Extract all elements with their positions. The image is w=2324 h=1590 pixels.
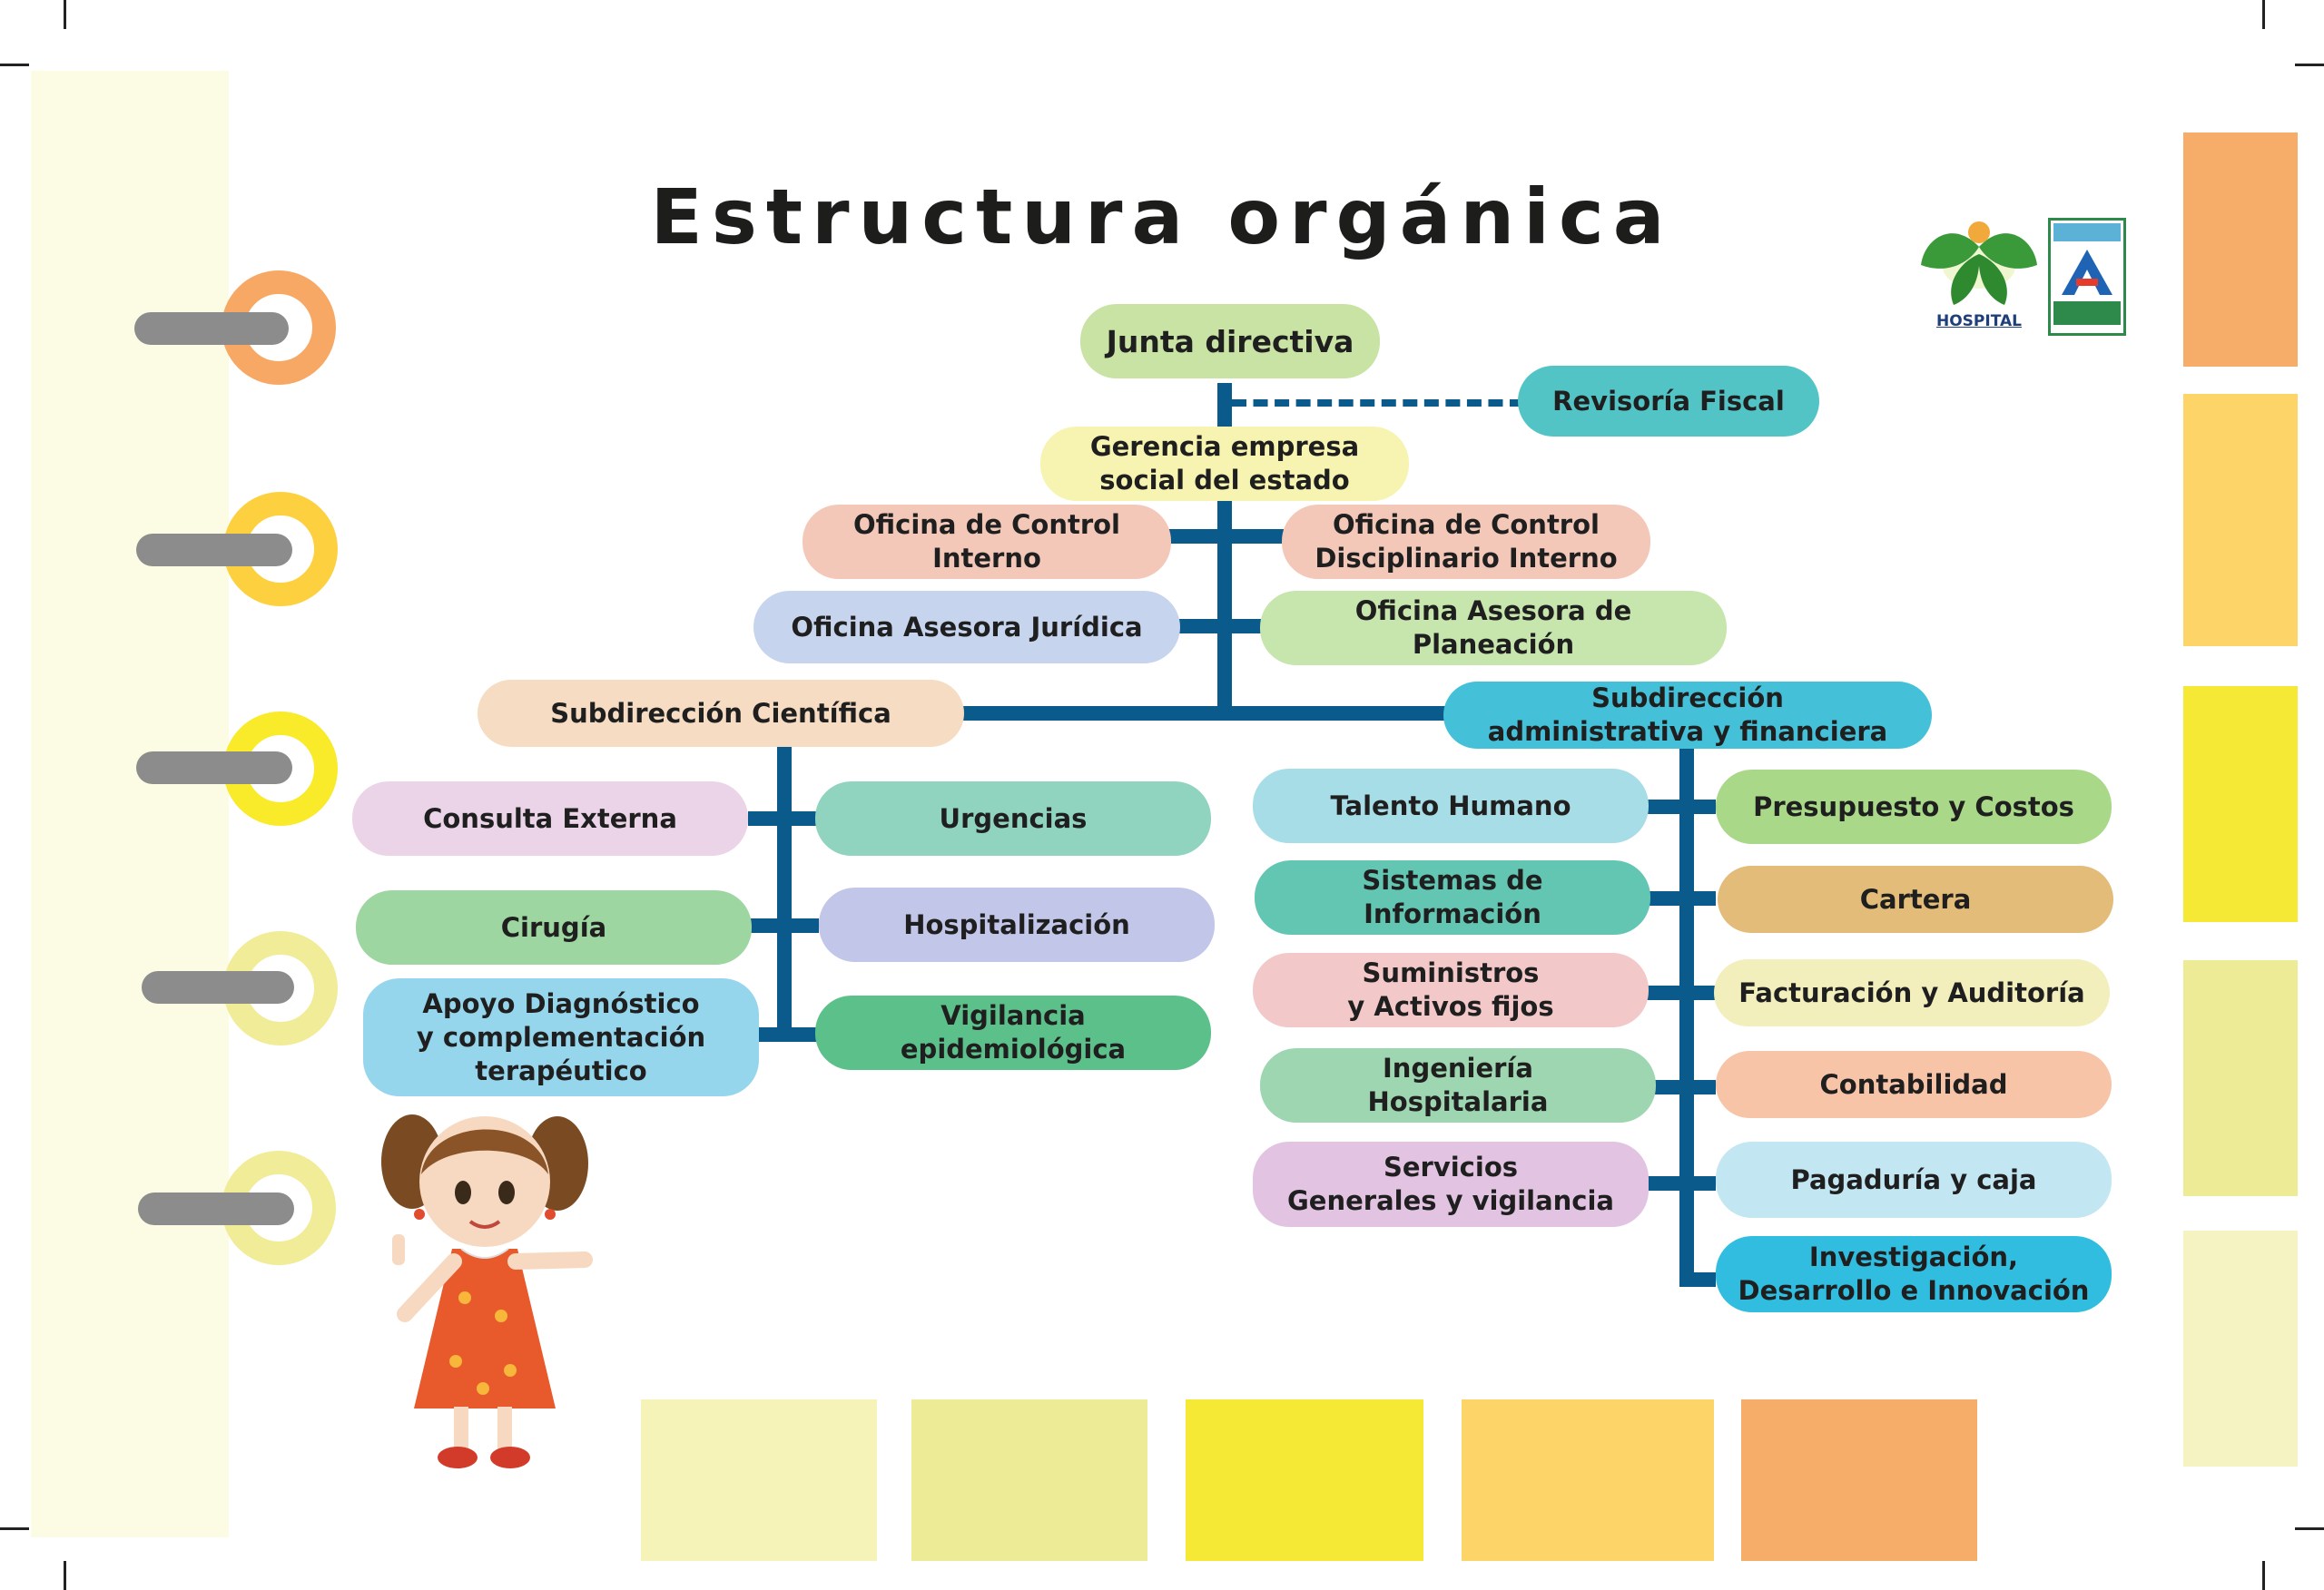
accreditation-badge-icon xyxy=(2048,218,2126,336)
node-oficina-control-interno: Oficina de Control Interno xyxy=(803,505,1171,579)
color-tab xyxy=(2183,394,2298,646)
node-apoyo-diagnostico: Apoyo Diagnóstico y complementación tera… xyxy=(363,978,759,1096)
crop-mark xyxy=(2295,64,2324,66)
crop-mark xyxy=(0,1527,29,1530)
node-hospitalizacion: Hospitalización xyxy=(819,888,1215,962)
binder-rod xyxy=(136,534,292,566)
node-servicios-generales: Servicios Generales y vigilancia xyxy=(1253,1142,1649,1227)
connector-line xyxy=(1647,891,1716,906)
color-tab xyxy=(2183,1231,2298,1467)
node-cartera: Cartera xyxy=(1718,866,2113,933)
node-ingenieria-hospitalaria: Ingeniería Hospitalaria xyxy=(1260,1048,1656,1123)
color-tab xyxy=(2183,960,2298,1196)
binder-rod xyxy=(134,312,289,345)
crop-mark xyxy=(64,1561,66,1590)
node-pagaduria-caja: Pagaduría y caja xyxy=(1716,1142,2112,1218)
node-presupuesto-costos: Presupuesto y Costos xyxy=(1716,770,2112,844)
connector-line xyxy=(962,706,1449,721)
binder-rod xyxy=(142,971,294,1004)
crop-mark xyxy=(2262,1561,2265,1590)
node-vigilancia-epidemiologica: Vigilancia epidemiológica xyxy=(815,996,1211,1070)
node-revisoria-fiscal: Revisoría Fiscal xyxy=(1518,366,1819,437)
node-subdireccion-cientifica: Subdirección Científica xyxy=(478,680,964,747)
girl-illustration xyxy=(381,1114,593,1468)
color-swatch xyxy=(641,1399,877,1561)
connector-line xyxy=(750,918,819,933)
connector-line xyxy=(1177,619,1267,633)
connector-line xyxy=(1645,1176,1716,1191)
color-swatch xyxy=(1186,1399,1423,1561)
connector-line xyxy=(748,811,817,826)
crop-mark xyxy=(2295,1527,2324,1530)
node-junta-directiva: Junta directiva xyxy=(1080,304,1380,378)
node-investigacion-desarrollo: Investigación, Desarrollo e Innovación xyxy=(1716,1236,2112,1312)
binder-rod xyxy=(136,751,292,784)
node-subdireccion-administrativa: Subdirección administrativa y financiera xyxy=(1443,682,1932,749)
color-tab xyxy=(2183,686,2298,922)
color-swatch xyxy=(1741,1399,1977,1561)
crop-mark xyxy=(2262,0,2265,29)
node-sistemas-informacion: Sistemas de Información xyxy=(1255,860,1650,935)
hospital-logo: HOSPITAL xyxy=(1917,211,2041,332)
connector-line xyxy=(1167,529,1284,544)
hospital-logo-label: HOSPITAL xyxy=(1936,312,2022,330)
connector-line xyxy=(1645,800,1716,814)
binder-rod xyxy=(138,1192,294,1225)
color-swatch xyxy=(1462,1399,1714,1561)
color-swatch xyxy=(911,1399,1147,1561)
crop-mark xyxy=(0,64,29,66)
node-gerencia: Gerencia empresa social del estado xyxy=(1040,427,1409,501)
node-oficina-asesora-planeacion: Oficina Asesora de Planeación xyxy=(1260,591,1727,665)
binder-strip xyxy=(31,71,229,1537)
dashed-connector xyxy=(1232,399,1524,407)
node-consulta-externa: Consulta Externa xyxy=(352,781,748,856)
page-title: Estructura orgánica xyxy=(650,172,1674,261)
crop-mark xyxy=(64,0,66,29)
node-urgencias: Urgencias xyxy=(815,781,1211,856)
connector-line xyxy=(1679,1272,1716,1287)
node-oficina-asesora-juridica: Oficina Asesora Jurídica xyxy=(753,591,1180,663)
connector-line xyxy=(777,742,792,1042)
node-contabilidad: Contabilidad xyxy=(1716,1051,2112,1118)
node-talento-humano: Talento Humano xyxy=(1253,769,1649,843)
node-oficina-control-disciplinario: Oficina de Control Disciplinario Interno xyxy=(1282,505,1650,579)
connector-line xyxy=(759,1027,819,1042)
node-cirugia: Cirugía xyxy=(356,890,752,965)
connector-line xyxy=(1654,1080,1716,1094)
color-tab xyxy=(2183,132,2298,367)
leaf-figure-icon xyxy=(1921,221,2037,305)
node-facturacion-auditoria: Facturación y Auditoría xyxy=(1714,959,2110,1026)
connector-line xyxy=(1645,986,1716,1000)
node-suministros: Suministros y Activos fijos xyxy=(1253,953,1649,1027)
connector-line xyxy=(1679,746,1694,1287)
